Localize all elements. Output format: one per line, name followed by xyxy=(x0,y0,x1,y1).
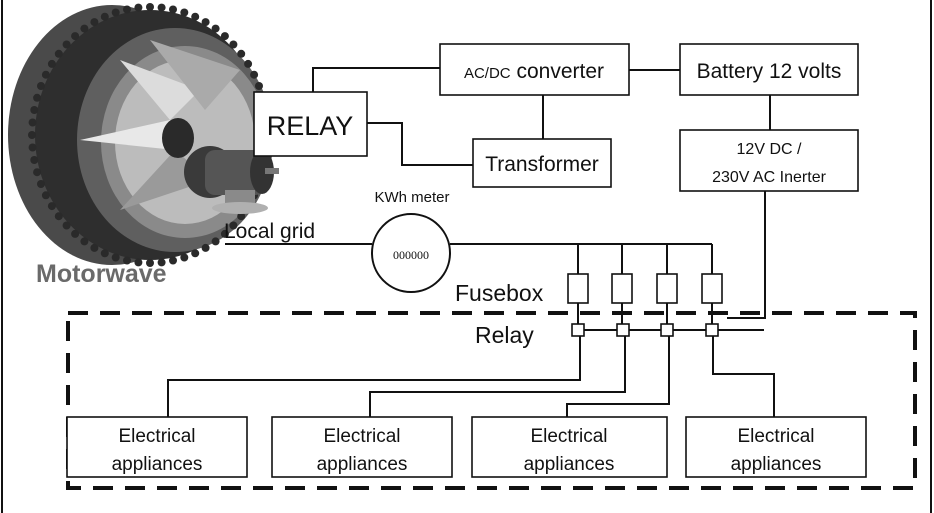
rotor-tooth xyxy=(90,18,98,26)
rotor-tooth xyxy=(33,94,41,102)
rotor-tooth xyxy=(202,18,210,26)
local-grid-label: Local grid xyxy=(224,220,315,243)
rotor-tooth xyxy=(30,106,38,114)
rotor-tooth xyxy=(71,32,79,40)
rotor-tooth xyxy=(42,71,50,79)
relay-2 xyxy=(617,324,629,336)
relay-1 xyxy=(572,324,584,336)
converter-suffix: converter xyxy=(511,60,604,83)
rotor-tooth xyxy=(101,13,109,21)
rotor-tooth xyxy=(255,82,263,90)
rotor-tooth xyxy=(30,156,38,164)
rotor-tooth xyxy=(191,13,199,21)
rotor-tooth xyxy=(63,222,71,230)
rotor-tooth xyxy=(71,230,79,238)
rotor-tooth xyxy=(229,41,237,49)
inverter-box-line1: 12V DC / xyxy=(737,141,802,158)
motorwave-logo: Motorwave xyxy=(36,260,167,288)
rotor-tooth xyxy=(55,50,63,58)
fuse-4 xyxy=(702,274,722,303)
rotor-tooth xyxy=(112,9,120,17)
rotor-tooth xyxy=(169,6,177,14)
appliance-1-line2: appliances xyxy=(112,454,203,475)
appliance-4-line1: Electrical xyxy=(737,426,814,447)
rotor-tooth xyxy=(237,50,245,58)
rotor-tooth xyxy=(80,237,88,245)
appliance-1-line1: Electrical xyxy=(118,426,195,447)
rotor-tooth xyxy=(169,257,177,265)
rotor-tooth xyxy=(63,41,71,49)
rotor-tooth xyxy=(180,254,188,262)
rotor-tooth xyxy=(134,4,142,12)
battery-box-label: Battery 12 volts xyxy=(697,60,842,83)
rotor-tooth xyxy=(28,131,36,139)
wire-relay-transformer xyxy=(367,123,473,165)
fuse-1 xyxy=(568,274,588,303)
relay-label: Relay xyxy=(475,322,534,348)
rotor-tooth xyxy=(191,249,199,257)
rotor-tooth xyxy=(146,3,154,11)
rotor-tooth xyxy=(55,212,63,220)
rotor-tooth xyxy=(33,168,41,176)
relay-4 xyxy=(706,324,718,336)
rotor-tooth xyxy=(221,32,229,40)
appliance-3-line1: Electrical xyxy=(530,426,607,447)
wire-to-appliance-3 xyxy=(567,336,669,417)
meter-label: KWh meter xyxy=(374,189,449,206)
relay-box-label: RELAY xyxy=(267,111,354,141)
rotor-tooth xyxy=(29,119,37,127)
rotor-tooth xyxy=(212,25,220,33)
meter-reading: 000000 xyxy=(393,248,429,262)
fusebox-label: Fusebox xyxy=(455,280,544,306)
rotor-tooth xyxy=(101,249,109,257)
appliance-4-line2: appliances xyxy=(731,454,822,475)
relay-3 xyxy=(661,324,673,336)
appliance-3-line2: appliances xyxy=(524,454,615,475)
rotor-tooth xyxy=(37,180,45,188)
rotor-tooth xyxy=(180,9,188,17)
rotor-tooth xyxy=(37,82,45,90)
rotor-tooth xyxy=(250,71,258,79)
rotor-tooth xyxy=(123,6,131,14)
rotor-tooth xyxy=(202,244,210,252)
rotor-tooth xyxy=(42,191,50,199)
rotor-tooth xyxy=(80,25,88,33)
fuse-3 xyxy=(657,274,677,303)
inverter-box-line2: 230V AC Inerter xyxy=(712,169,827,186)
rotor-tooth xyxy=(158,4,166,12)
wire-to-appliance-4 xyxy=(713,336,774,417)
transformer-box-label: Transformer xyxy=(485,153,599,176)
rotor-tooth xyxy=(212,237,220,245)
rotor-tooth xyxy=(90,244,98,252)
rotor-tooth xyxy=(48,202,56,210)
wire-to-appliance-1 xyxy=(168,336,580,417)
wire-inverter-relays xyxy=(727,191,765,318)
appliance-2-line2: appliances xyxy=(317,454,408,475)
appliance-2-line1: Electrical xyxy=(323,426,400,447)
converter-prefix: AC/DC xyxy=(464,65,511,82)
rotor-tooth xyxy=(244,60,252,68)
fuse-2 xyxy=(612,274,632,303)
rotor-tooth xyxy=(48,60,56,68)
rotor-tooth xyxy=(29,144,37,152)
